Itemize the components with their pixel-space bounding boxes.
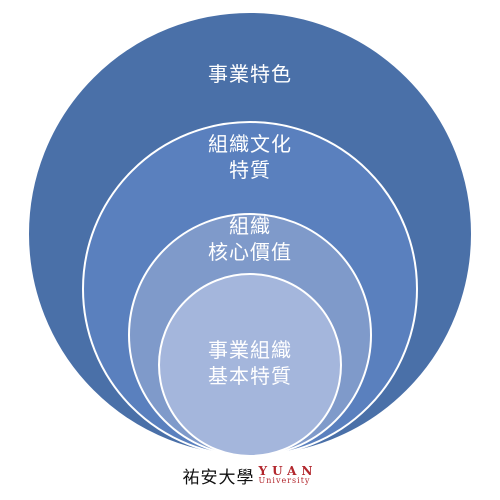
logo-english-sub: University	[258, 476, 311, 485]
ring-label-second: 組織文化 特質	[0, 131, 500, 183]
ring-label-third-line-2: 核心價值	[208, 240, 292, 264]
ring-label-second-line-2: 特質	[229, 158, 271, 182]
ring-label-third: 組織 核心價值	[0, 213, 500, 265]
ring-label-second-line-1: 組織文化	[208, 132, 292, 156]
ring-label-inner-line-2: 基本特質	[208, 364, 292, 388]
ring-label-third-line-1: 組織	[229, 214, 271, 238]
ring-label-outer-line-1: 事業特色	[208, 62, 292, 86]
ring-inner	[158, 273, 342, 457]
ring-label-inner-line-1: 事業組織	[208, 338, 292, 362]
university-logo: 祐安大學 YUAN University	[0, 462, 500, 488]
logo-english: YUAN University	[259, 465, 318, 485]
ring-label-outer: 事業特色	[0, 61, 500, 87]
logo-english-main: YUAN	[258, 464, 318, 478]
logo-chinese-name: 祐安大學	[182, 467, 255, 488]
ring-label-inner: 事業組織 基本特質	[0, 337, 500, 389]
